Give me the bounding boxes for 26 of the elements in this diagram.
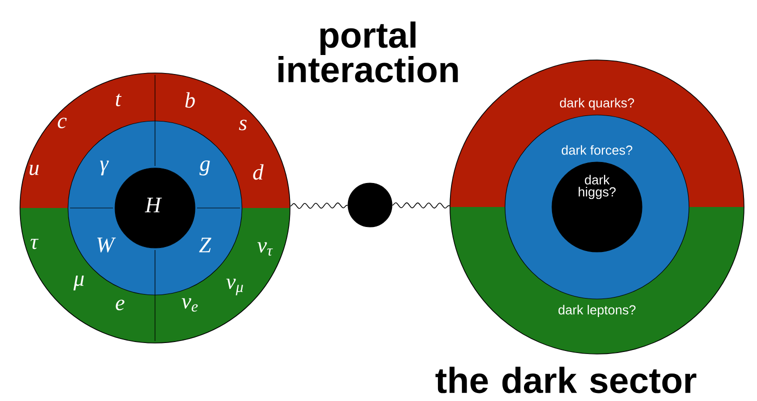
particle-symbol: d <box>253 164 264 180</box>
particle-symbol: Z <box>199 238 212 252</box>
particle-symbol: b <box>185 92 195 108</box>
particle-symbol: ν$_{τ}$ <box>257 242 273 256</box>
sector-label: dark leptons? <box>558 304 636 318</box>
particle-symbol: e <box>116 300 124 310</box>
particle-symbol: W <box>97 238 116 252</box>
sector-label: dark forces? <box>562 145 632 155</box>
particle-symbol: t <box>116 94 122 106</box>
particle-symbol: τ <box>30 238 39 250</box>
particle-symbol: g <box>200 160 210 176</box>
portal-circle <box>348 182 392 228</box>
particle-symbol: c <box>58 118 67 128</box>
heading: the dark sector <box>436 366 696 394</box>
particle-symbol: ν$_{e}$ <box>182 298 198 312</box>
particle-symbol: μ <box>73 276 84 290</box>
sector-label: dark higgs? <box>578 174 616 200</box>
particle-symbol: s <box>239 120 247 130</box>
wavy-line <box>290 202 348 209</box>
title: portal interaction <box>278 22 458 82</box>
particle-symbol: H <box>144 198 162 212</box>
particle-symbol: u <box>30 164 39 176</box>
particle-symbol: ν$_{μ}$ <box>226 278 243 296</box>
wavy-line <box>392 202 450 209</box>
sector-label: dark quarks? <box>560 98 634 110</box>
particle-symbol: γ <box>100 160 109 176</box>
